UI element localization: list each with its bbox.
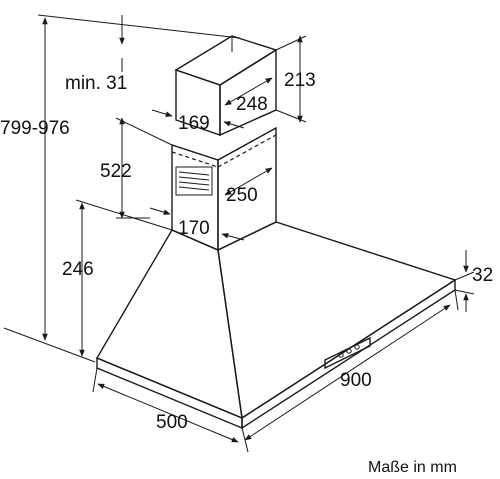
label-height-total: 799-976 (0, 118, 70, 139)
label-hood-height: 246 (62, 259, 94, 280)
ventilation-grille (175, 166, 213, 196)
dimension-labels: 799-976 min. 31 169 248 213 522 250 170 … (0, 70, 493, 433)
label-hood-depth: 500 (156, 412, 188, 433)
hood-canopy (95, 221, 457, 430)
label-chimney-upper-width: 169 (178, 113, 210, 134)
label-hood-width: 900 (340, 370, 372, 391)
label-chimney-lower-width: 170 (178, 218, 210, 239)
label-chimney-lower-depth: 250 (226, 185, 258, 206)
label-chimney-upper-height: 213 (284, 70, 316, 91)
label-chimney-upper-depth: 248 (236, 94, 268, 115)
label-chimney-lower-height: 522 (100, 161, 132, 182)
label-min-gap: min. 31 (65, 73, 127, 94)
control-panel (324, 336, 371, 370)
units-caption: Maße in mm (368, 459, 457, 476)
label-hood-thickness: 32 (472, 265, 493, 286)
dimension-lines (42, 15, 475, 453)
